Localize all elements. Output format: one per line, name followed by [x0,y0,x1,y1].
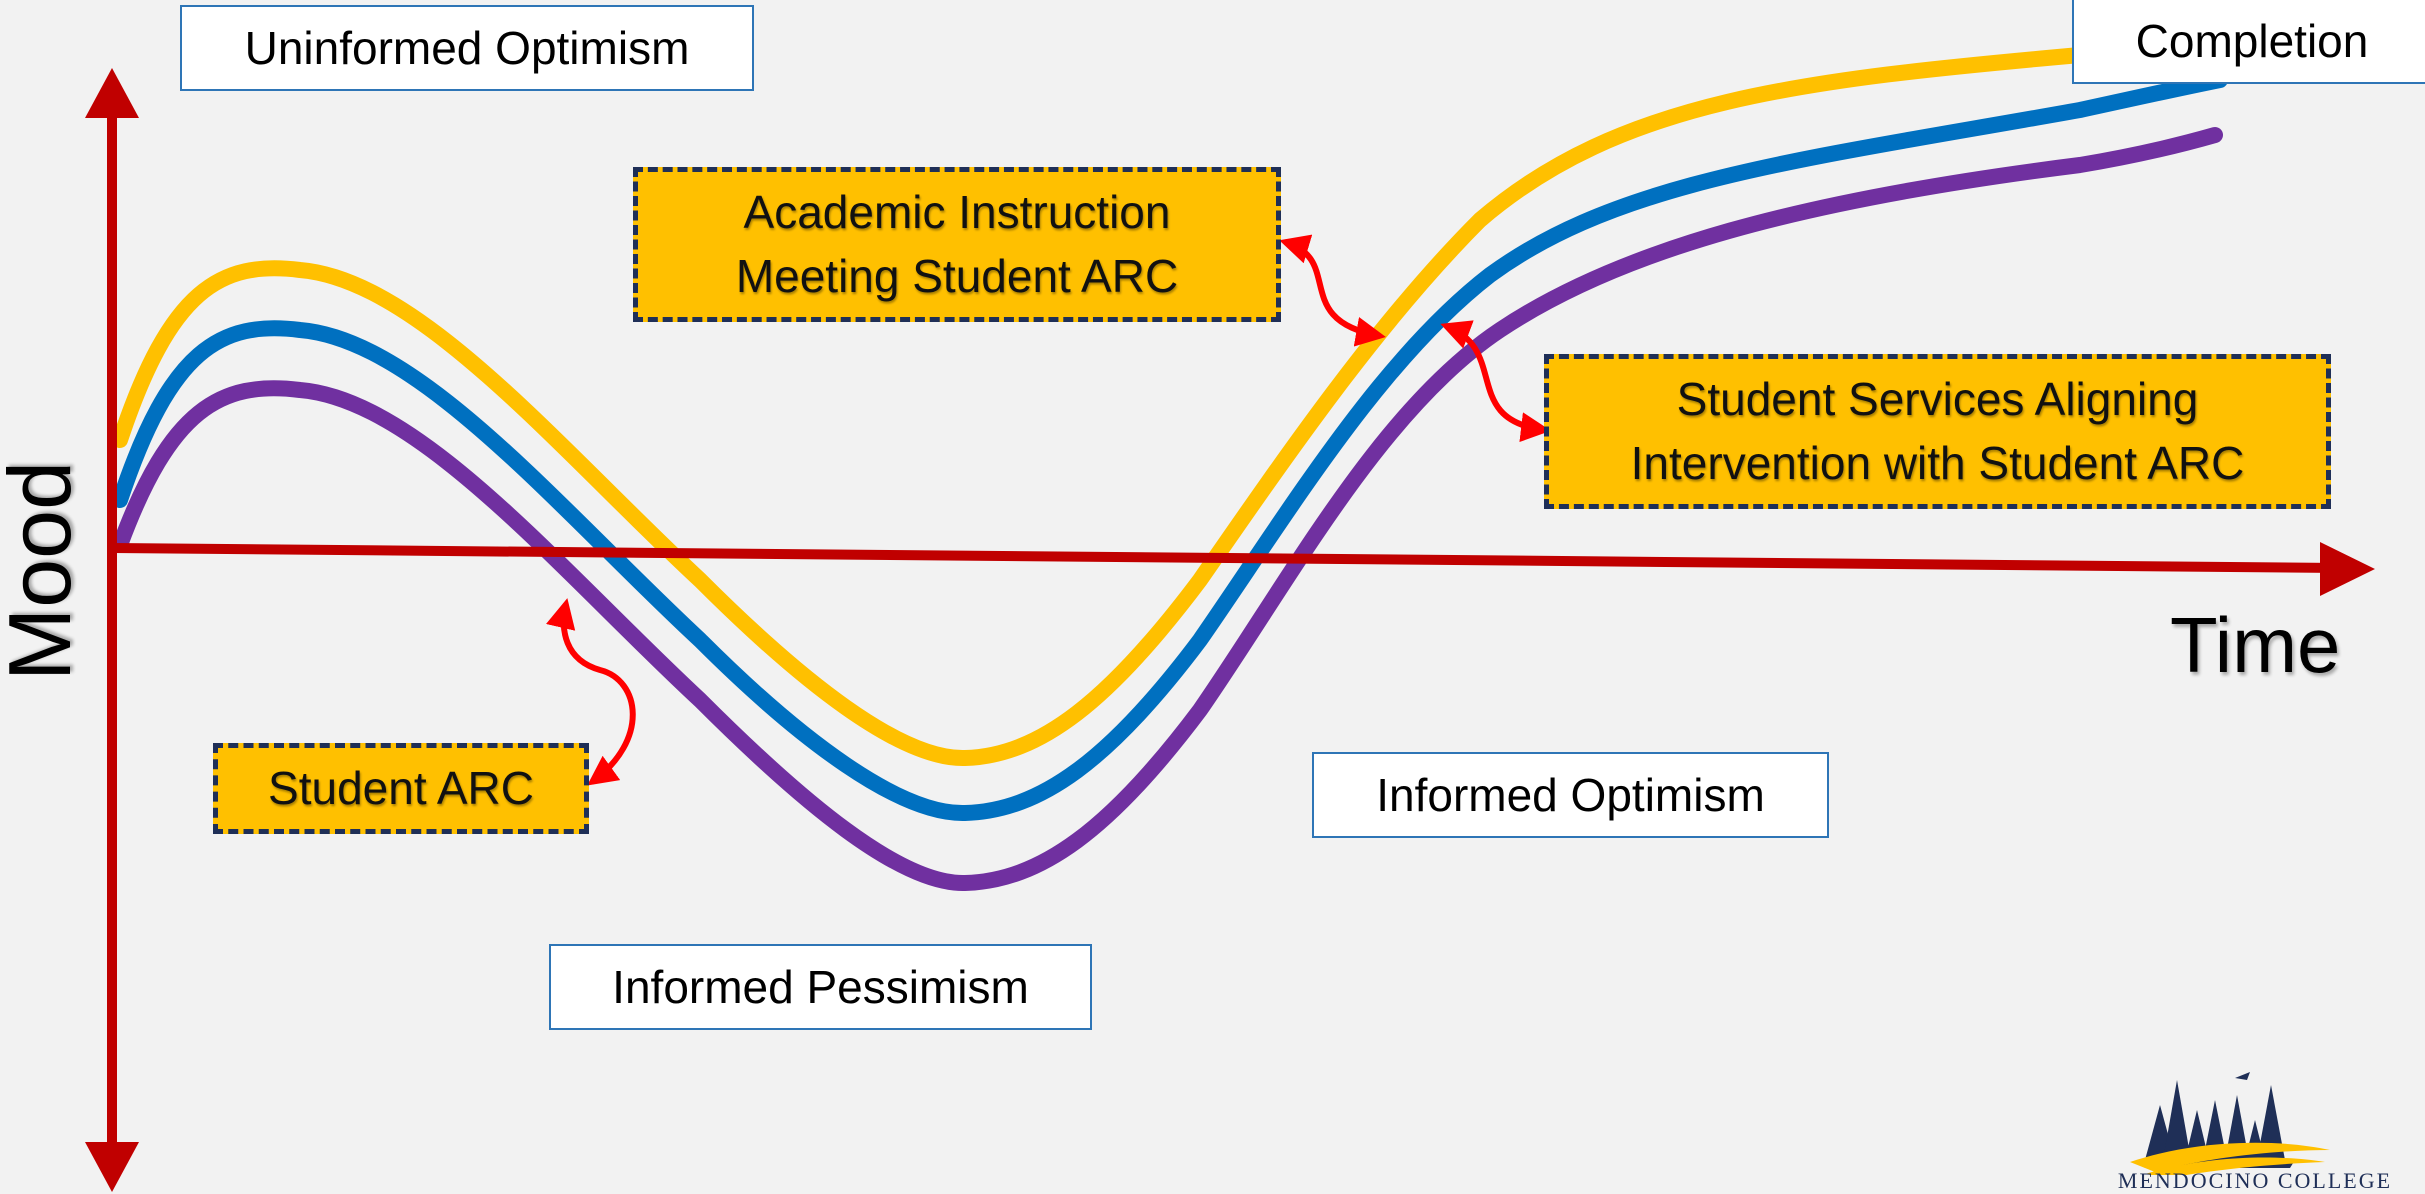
services-line-1: Student Services Aligning [1676,373,2199,426]
pointer-academic [1279,234,1386,347]
stage-label-completion: Completion [2072,0,2425,84]
academic-line-2: Meeting Student ARC [735,249,1179,302]
stage-label-uninformed-optimism: Uninformed Optimism [180,5,754,91]
pointer-services [1440,320,1551,443]
pointer-student-arc [545,598,636,786]
curve-yellow [112,47,2088,767]
uninformed-optimism-text: Uninformed Optimism [244,22,690,74]
x-axis-arrowhead [2320,542,2375,596]
curve-blue [112,72,2228,822]
informed-pessimism-text: Informed Pessimism [612,961,1029,1013]
x-axis-label: Time [2170,601,2341,689]
y-axis-label: Mood [0,460,89,682]
y-axis-bottom-arrowhead [85,1142,139,1192]
student-arc-text: Student ARC [268,761,534,814]
stage-label-informed-optimism: Informed Optimism [1312,752,1829,838]
stage-label-informed-pessimism: Informed Pessimism [549,944,1092,1030]
logo-trees-icon [2130,1072,2330,1178]
informed-optimism-text: Informed Optimism [1376,769,1765,821]
y-axis-top-arrowhead [85,68,139,118]
callout-academic-instruction: Academic Instruction Meeting Student ARC [633,167,1281,322]
curve-purple [112,127,2223,892]
callout-student-services: Student Services Aligning Intervention w… [1544,354,2331,509]
academic-line-1: Academic Instruction [743,186,1171,239]
logo-text: MENDOCINO COLLEGE [2117,1168,2393,1193]
x-axis-line [111,543,2341,573]
completion-text: Completion [2135,15,2369,67]
services-line-2: Intervention with Student ARC [1630,436,2245,489]
college-logo: MENDOCINO COLLEGE [2085,1050,2425,1193]
callout-student-arc: Student ARC [213,743,589,834]
